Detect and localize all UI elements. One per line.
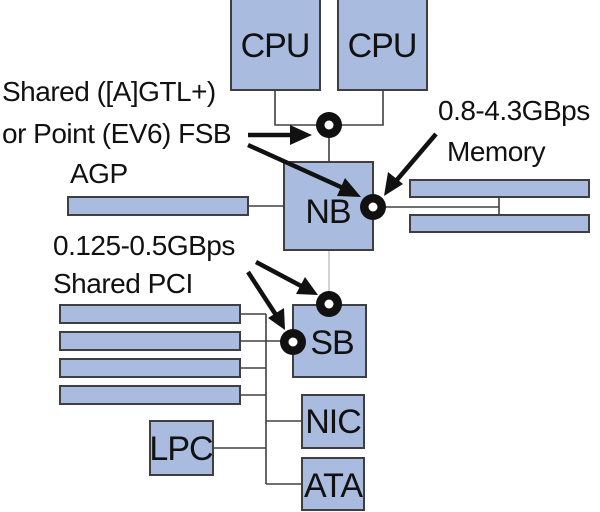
sb-pci-node-icon xyxy=(316,291,342,317)
northbridge-box: NB xyxy=(283,161,374,251)
pci-slot-2 xyxy=(59,331,241,351)
fsb-arrow-to-node xyxy=(248,125,312,145)
pci-annotation: Shared PCI xyxy=(53,268,193,299)
memory-slot-2 xyxy=(409,214,590,233)
memory-node-icon xyxy=(360,194,386,220)
memory-annotation: Memory xyxy=(447,136,546,167)
pci-arrow-to-bus xyxy=(246,270,285,330)
fsb-arrow-to-nb xyxy=(247,142,361,197)
agp-slot xyxy=(67,196,249,216)
pci-slot-4 xyxy=(59,385,241,405)
pci-bus-node-icon xyxy=(280,329,306,355)
southbridge-label: SB xyxy=(310,324,353,362)
memory-arrow xyxy=(384,132,438,196)
ata-label: ATA xyxy=(304,467,363,505)
memory-slot-1 xyxy=(409,179,590,198)
cpu2-label: CPU xyxy=(348,27,417,65)
cpu2-box: CPU xyxy=(337,0,428,91)
lpc-box: LPC xyxy=(149,420,214,476)
fsb-node-icon xyxy=(316,112,342,138)
pci-slot-1 xyxy=(59,304,241,324)
cpu1-label: CPU xyxy=(241,27,310,65)
pci-slot-3 xyxy=(59,358,241,378)
memory-bandwidth-annotation: 0.8-4.3GBps xyxy=(438,95,590,126)
cpu1-box: CPU xyxy=(230,0,321,91)
pci-arrow-to-sb xyxy=(254,260,318,295)
ata-box: ATA xyxy=(301,457,365,511)
pci-bandwidth-annotation: 0.125-0.5GBps xyxy=(53,230,235,261)
fsb-annotation-line1: Shared ([A]GTL+) xyxy=(2,76,216,107)
fsb-annotation-line2: or Point (EV6) FSB xyxy=(2,118,231,149)
nic-box: NIC xyxy=(301,394,365,449)
northbridge-label: NB xyxy=(305,193,350,231)
lpc-label: LPC xyxy=(149,430,213,468)
agp-annotation: AGP xyxy=(70,158,128,189)
nic-label: NIC xyxy=(305,403,361,441)
